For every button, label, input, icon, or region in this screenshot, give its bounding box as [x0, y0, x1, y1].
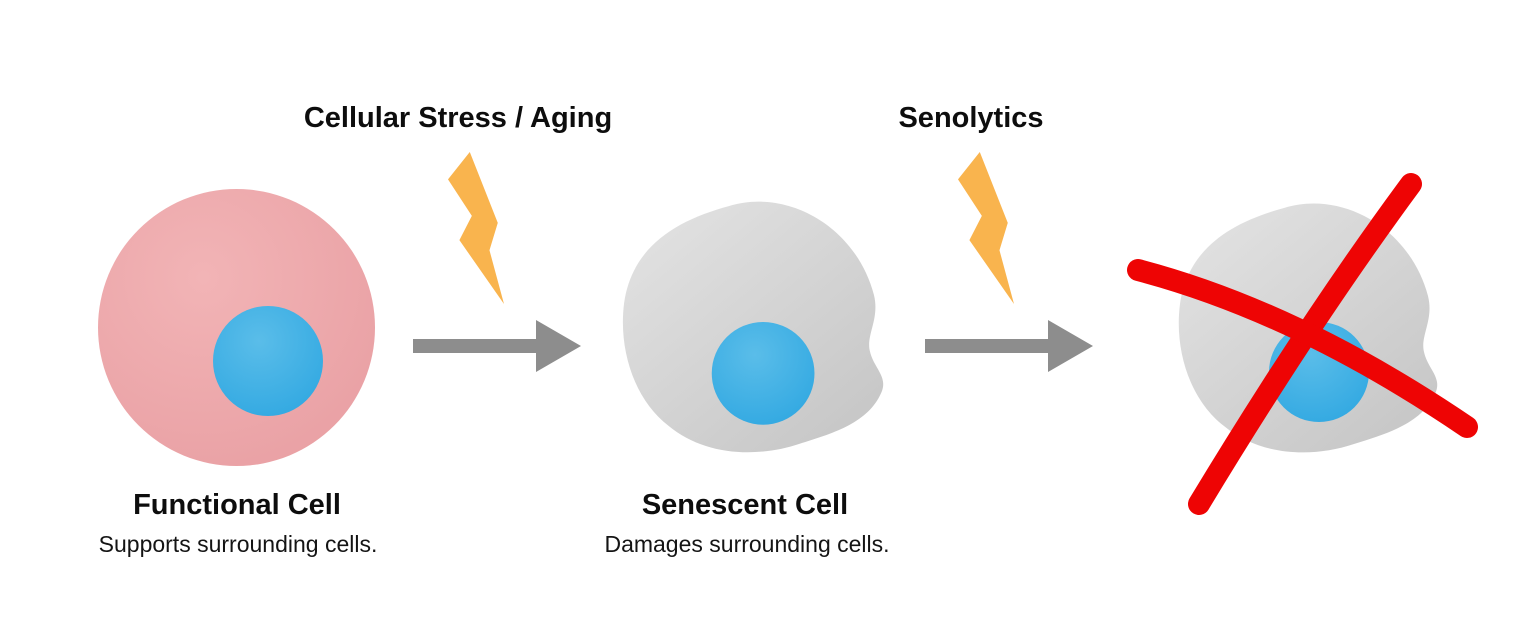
cell-nucleus	[213, 306, 323, 416]
lightning-bolt-icon	[448, 152, 504, 304]
functional-cell-caption: Supports surrounding cells.	[98, 531, 378, 557]
transition1-label: Cellular Stress / Aging	[303, 102, 613, 134]
bolt-shape	[958, 152, 1014, 304]
functional-cell-label: Functional Cell	[133, 489, 341, 521]
arrow-right-icon	[925, 320, 1093, 372]
red-cross-icon	[1127, 173, 1478, 515]
transition2-label: Senolytics	[898, 102, 1044, 134]
senescent-cell-label: Senescent Cell	[641, 489, 849, 521]
arrow-shape	[413, 320, 581, 372]
functional-cell-icon	[98, 189, 375, 466]
arrow-right-icon	[413, 320, 581, 372]
bolt-shape	[448, 152, 504, 304]
lightning-bolt-icon	[958, 152, 1014, 304]
cell-nucleus	[711, 321, 815, 425]
senescent-cell-caption: Damages surrounding cells.	[604, 531, 890, 557]
arrow-shape	[925, 320, 1093, 372]
cross-stroke-2	[1127, 259, 1478, 438]
senescent-cell-icon	[622, 201, 884, 453]
